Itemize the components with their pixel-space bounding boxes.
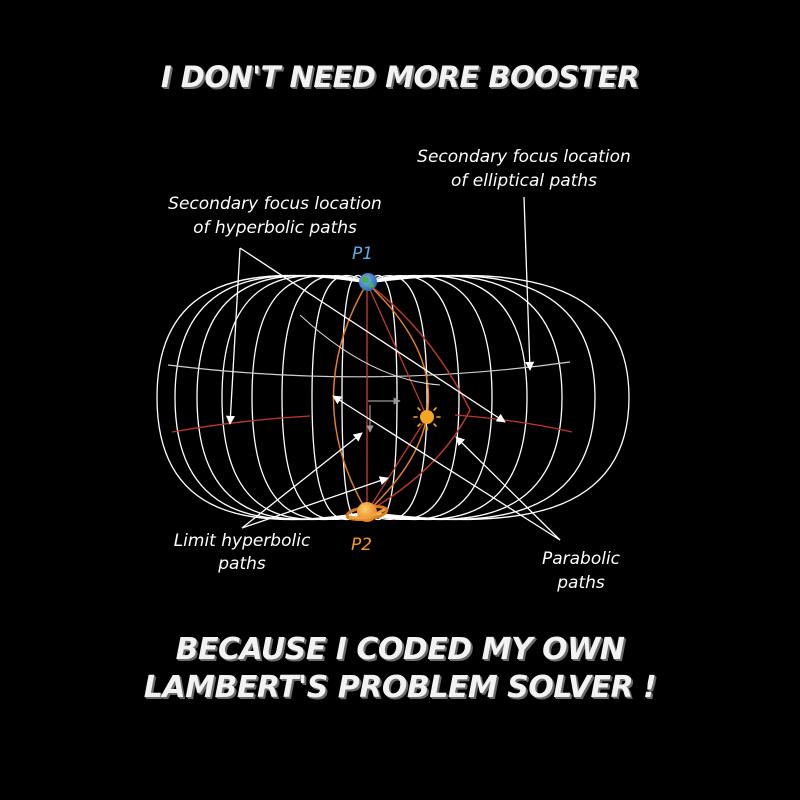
bottom-caption-line-2: LAMBERT'S PROBLEM SOLVER !	[143, 670, 657, 705]
right-orbit-arc	[366, 274, 630, 521]
top-caption: I DON'T NEED MORE BOOSTER	[160, 60, 640, 94]
limit-hyperbolic-path-right	[366, 282, 430, 513]
saturn-icon	[345, 502, 389, 522]
left-orbit-arc	[281, 275, 368, 520]
label-parabolic-line1: Parabolic	[542, 549, 621, 569]
right-orbit-arc	[366, 274, 398, 521]
right-elliptical-arcs	[366, 274, 630, 521]
parabolic-path	[366, 282, 471, 513]
sun-icon	[413, 403, 441, 431]
label-hyperbolic-focus-line1: Secondary focus location	[168, 194, 382, 214]
right-orbit-arc	[366, 274, 563, 521]
hyperbolic-focus-locus-right	[454, 414, 573, 433]
arrow-elliptical-focus	[523, 196, 535, 371]
left-orbit-arc	[196, 274, 368, 521]
ellipse-axis-curve	[299, 314, 441, 386]
left-orbit-arc	[156, 274, 368, 521]
label-limit-hyperbolic-line2: paths	[217, 554, 266, 574]
right-orbit-arc	[366, 275, 460, 520]
label-limit-hyperbolic-line1: Limit hyperbolic	[174, 531, 311, 551]
left-orbit-arc	[341, 274, 368, 521]
arrow-hyperbolic-focus-right	[239, 247, 506, 423]
arrow-hyperbolic-focus-left	[225, 247, 241, 425]
sun-to-p2-line	[366, 416, 428, 513]
earth-icon	[359, 273, 377, 291]
p1-to-sun-line	[366, 282, 428, 418]
elliptical-focus-locus	[167, 361, 571, 378]
limit-hyperbolic-path-left	[332, 282, 368, 513]
label-hyperbolic-focus-line2: of hyperbolic paths	[193, 218, 357, 238]
bottom-caption-line-1: BECAUSE I CODED MY OWN	[175, 632, 625, 667]
arrow-limit-hyperbolic-2	[241, 476, 389, 529]
right-orbit-arc	[366, 274, 596, 521]
right-orbit-arc	[366, 274, 528, 521]
arrow-parabolic-2	[455, 436, 561, 541]
label-parabolic-line2: paths	[556, 573, 605, 593]
label-elliptical-focus-line1: Secondary focus location	[417, 147, 631, 167]
p1-label: P1	[352, 244, 373, 264]
arrow-parabolic-1	[332, 395, 561, 541]
left-elliptical-arcs	[156, 274, 368, 521]
left-orbit-arc	[251, 274, 368, 521]
left-orbit-arc	[221, 274, 368, 521]
arrow-limit-hyperbolic-1	[241, 432, 363, 529]
hyperbolic-focus-locus-left	[171, 415, 311, 433]
label-elliptical-focus-line2: of elliptical paths	[451, 171, 597, 191]
left-orbit-arc	[311, 274, 368, 521]
p2-label: P2	[351, 535, 372, 555]
